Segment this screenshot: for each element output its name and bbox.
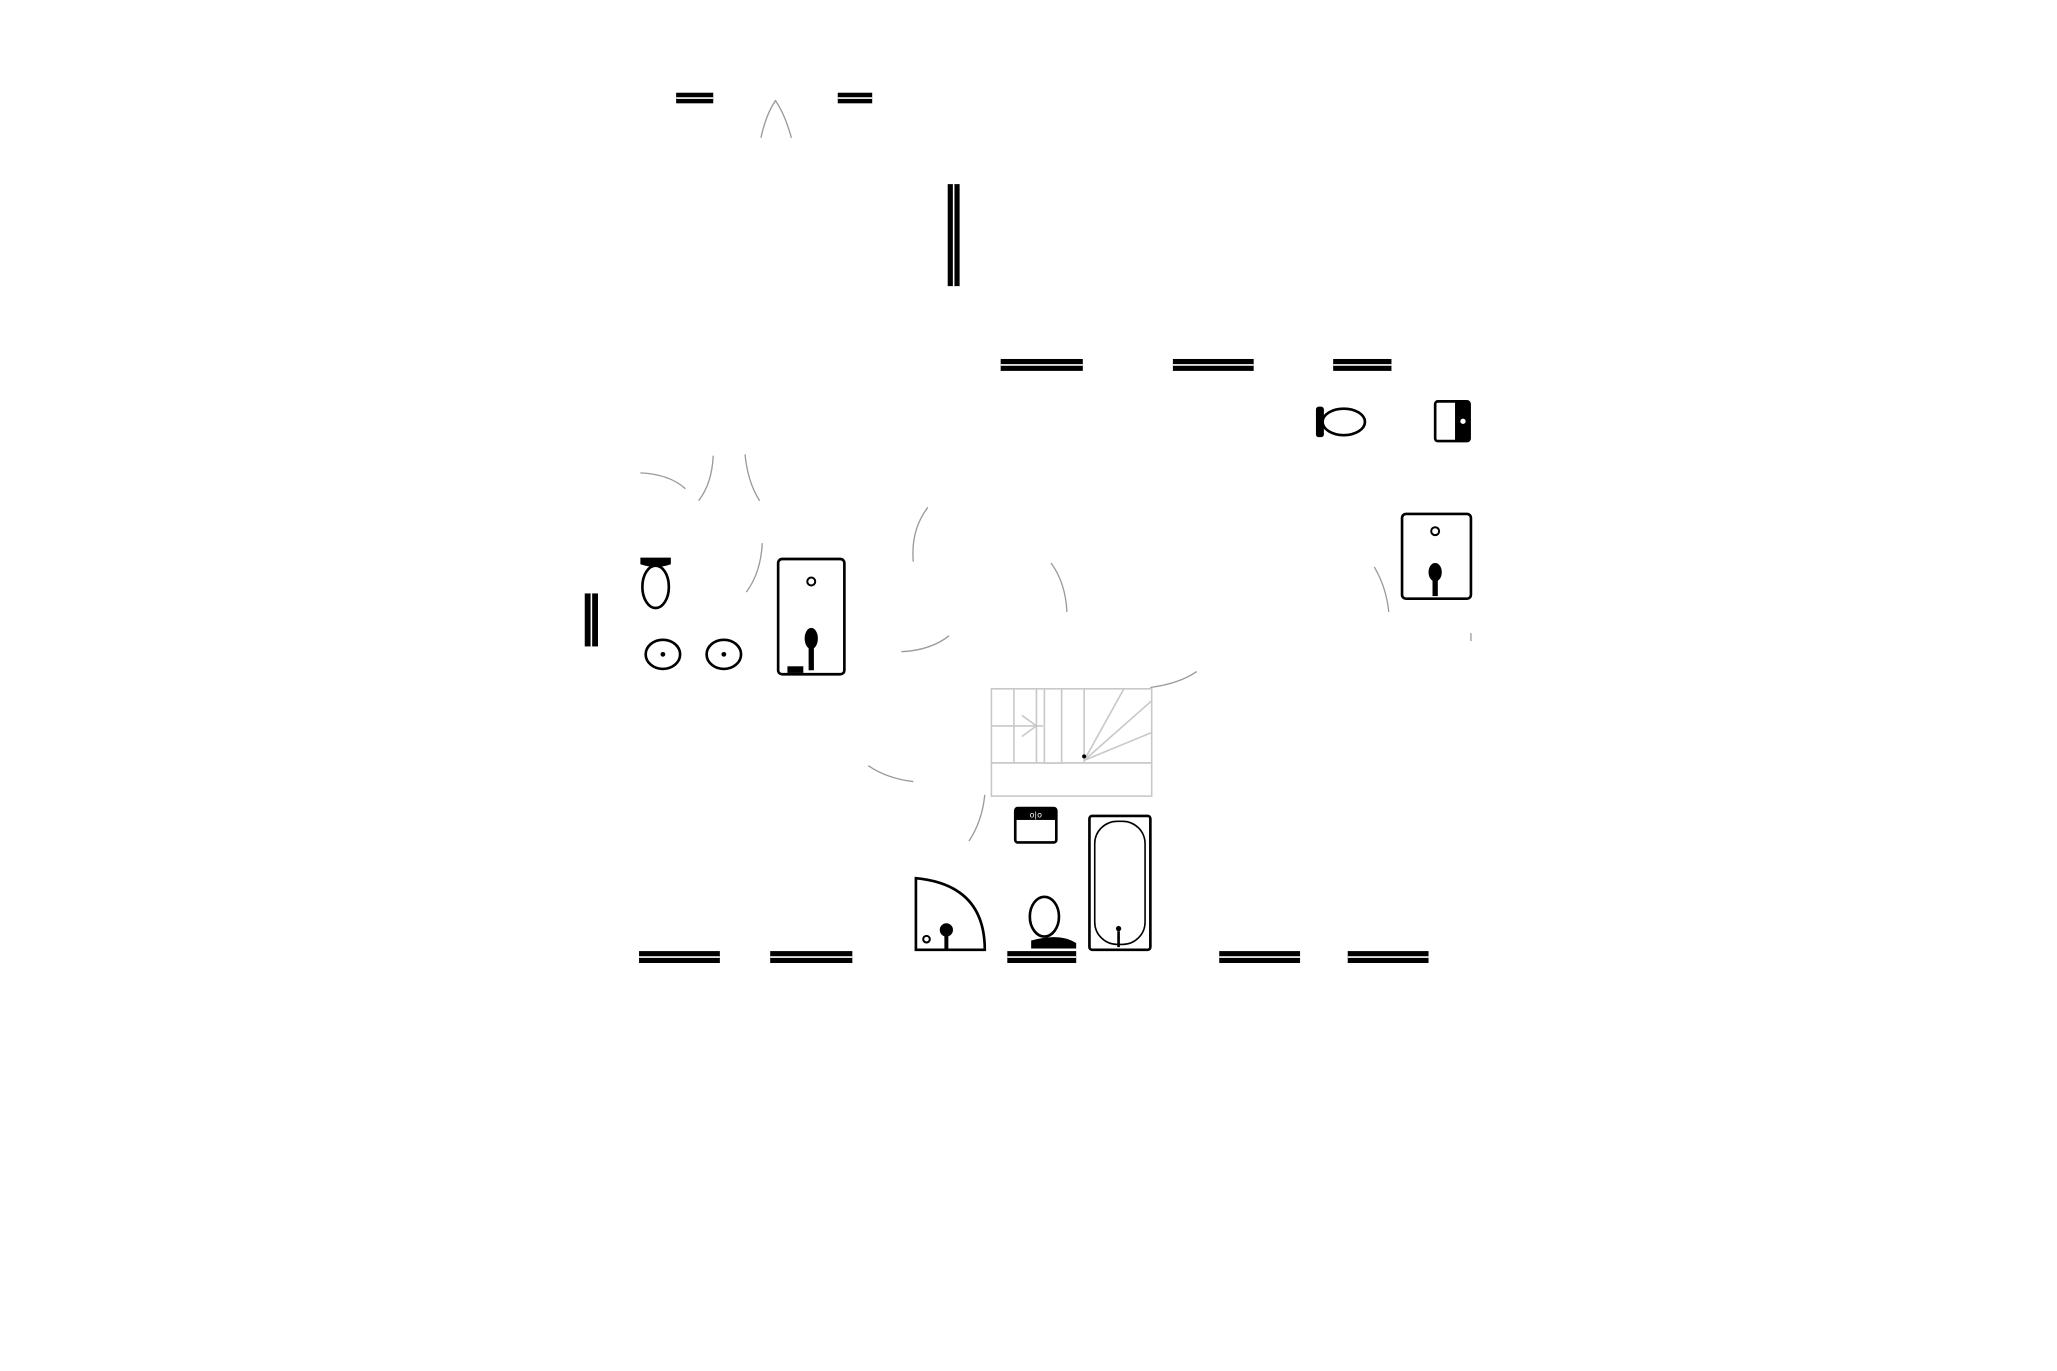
door-swing (745, 543, 763, 593)
door-swing (867, 765, 914, 783)
window (1000, 358, 1083, 371)
window (1007, 951, 1077, 964)
window (639, 951, 720, 964)
door-swing (912, 506, 929, 562)
windows (584, 92, 1429, 964)
direction-arrow-icon (1021, 714, 1038, 738)
bathtub-icon (1088, 814, 1152, 952)
window (837, 92, 873, 104)
door-swing (1050, 562, 1068, 613)
door-swing (968, 794, 986, 842)
door-swings (640, 99, 1472, 842)
window (1347, 951, 1429, 964)
sink-icon (644, 638, 682, 671)
door-swing (744, 454, 761, 502)
window (770, 951, 853, 964)
window (947, 184, 960, 287)
door-swing (1150, 671, 1198, 689)
window (676, 92, 714, 104)
sink-icon: o|o (1013, 806, 1058, 844)
door-swing (640, 472, 686, 490)
window (584, 593, 598, 647)
toilet-icon (1028, 895, 1077, 949)
door-swing (698, 455, 714, 502)
svg-text:o|o: o|o (1030, 810, 1043, 819)
toilet-icon (1315, 406, 1367, 438)
window (1172, 358, 1254, 371)
toilet-icon (640, 557, 671, 610)
sink-icon (1433, 400, 1471, 443)
window (1219, 951, 1301, 964)
corner-shower-icon (914, 876, 987, 952)
door-swing (901, 635, 950, 653)
door-swing (1373, 566, 1390, 613)
window (1333, 358, 1392, 371)
door-swing (760, 99, 793, 138)
shower-icon (1400, 512, 1473, 601)
staircase (990, 688, 1153, 797)
shower-icon (776, 557, 846, 676)
sink-icon (705, 638, 743, 671)
